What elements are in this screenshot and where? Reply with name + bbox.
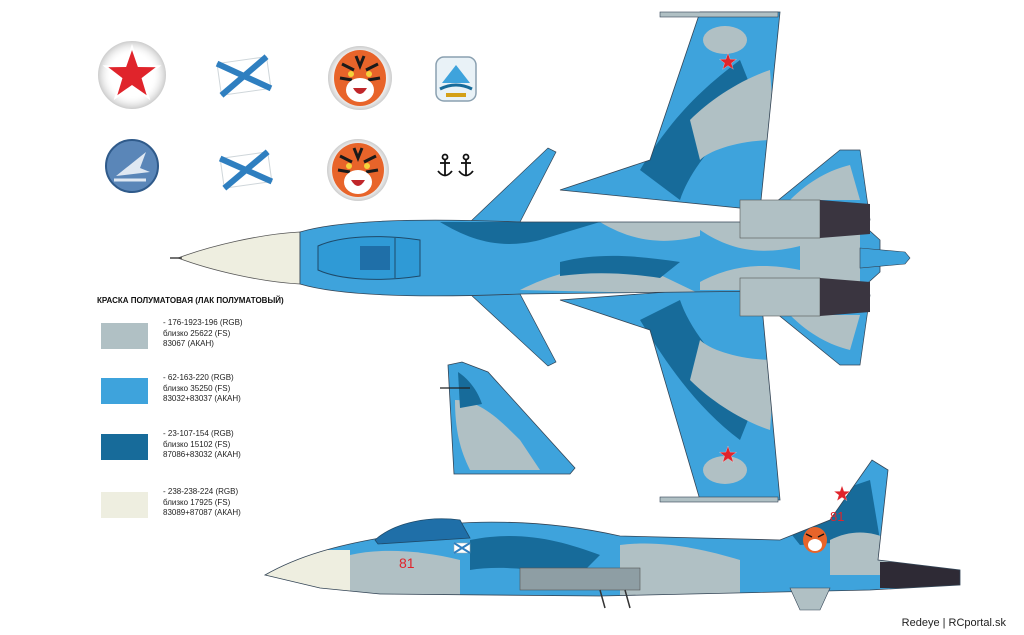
tail-number: 81: [830, 509, 844, 524]
legend-akan: 87086+83032 (АКАН): [163, 450, 241, 459]
legend-title: КРАСКА ПОЛУМАТОВАЯ (ЛАК ПОЛУМАТОВЫЙ): [97, 296, 284, 305]
side-view: 81 81: [263, 459, 961, 611]
squadron-badge-icon: [435, 56, 477, 102]
sukhoi-logo-icon: [105, 139, 159, 193]
vertical-tail-view: [440, 361, 576, 475]
red-star-icon: [719, 445, 737, 463]
legend-akan: 83089+87087 (АКАН): [163, 508, 241, 517]
legend-akan: 83067 (АКАН): [163, 339, 214, 348]
legend-rgb: - 238-238-224 (RGB): [163, 487, 239, 496]
tiger-head-icon: [327, 139, 389, 201]
legend-fs: близко 35250 (FS): [163, 383, 231, 393]
credit-text: Redeye | RCportal.sk: [901, 617, 1006, 629]
st-andrew-flag-icon: [215, 54, 273, 98]
legend-akan: 83032+83037 (АКАН): [163, 394, 241, 403]
red-star-icon: [719, 52, 737, 70]
color-swatch: [101, 323, 148, 349]
legend-rgb: - 23-107-154 (RGB): [163, 429, 234, 438]
top-view: [170, 11, 911, 503]
st-andrew-flag-icon: [218, 149, 274, 191]
color-swatch: [101, 434, 148, 460]
color-swatch: [101, 378, 148, 404]
red-star-icon: [98, 41, 166, 109]
anchor-icon: [437, 153, 453, 177]
legend-rgb: - 176-1923-196 (RGB): [163, 318, 243, 327]
anchor-icon: [458, 153, 474, 177]
tiger-head-icon: [803, 527, 827, 553]
legend-rgb: - 62-163-220 (RGB): [163, 373, 234, 382]
st-andrew-flag-icon: [453, 542, 471, 554]
legend-fs: близко 25622 (FS): [163, 328, 231, 338]
legend-fs: близко 15102 (FS): [163, 439, 231, 449]
legend-fs: близко 17925 (FS): [163, 497, 231, 507]
red-star-icon: [833, 485, 851, 502]
tiger-head-icon: [328, 46, 392, 110]
color-swatch: [101, 492, 148, 518]
fuselage-number: 81: [399, 555, 415, 571]
